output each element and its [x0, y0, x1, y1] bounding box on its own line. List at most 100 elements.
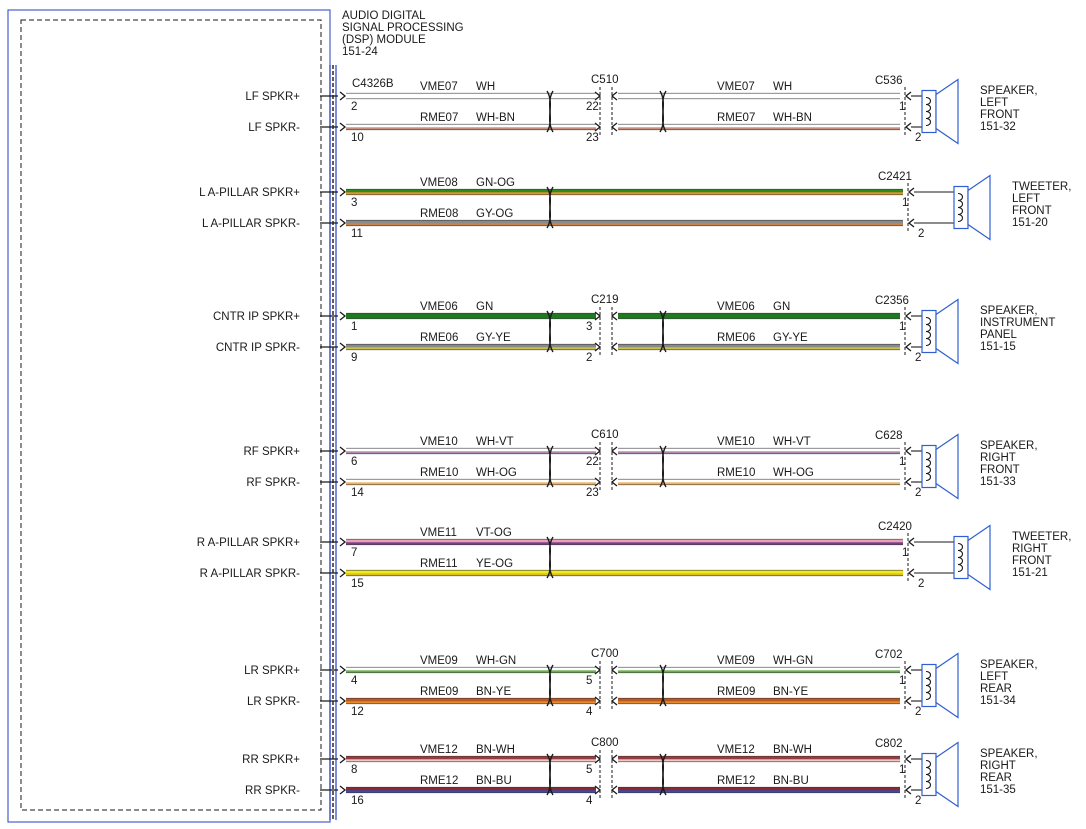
terminal-chevron — [904, 696, 912, 706]
terminal-chevron — [610, 342, 618, 352]
module-pin-number: 16 — [351, 795, 364, 807]
device-label-line-1: SPEAKER, — [980, 440, 1038, 452]
terminal-chevron — [610, 477, 618, 487]
terminal-chevron — [907, 187, 915, 197]
voice-coil-icon — [925, 759, 932, 790]
wire-color-code: WH-BN — [476, 112, 515, 124]
module-connector-edge — [329, 65, 337, 820]
inline-pin-number: 22 — [586, 456, 599, 468]
wire-color-code: BN-YE — [773, 686, 808, 698]
wire-negative-segment-2-stripe — [618, 347, 900, 350]
inline-connector-name: C510 — [591, 74, 619, 86]
module-pin-label: LF SPKR+ — [245, 91, 300, 103]
twisted-pair-symbol — [546, 445, 554, 488]
wire-negative — [346, 124, 596, 130]
circuit-id: RME11 — [420, 558, 458, 570]
circuit-id: VME10 — [420, 436, 458, 448]
wire-negative-segment-2-stripe — [618, 790, 900, 793]
speaker-cone — [935, 652, 959, 719]
module-pin-label: LR SPKR- — [247, 696, 300, 708]
terminal-chevron — [904, 477, 912, 487]
wire-color-code: GY-YE — [773, 332, 808, 344]
wire-positive-segment-2 — [618, 313, 900, 319]
terminal-chevron — [610, 122, 618, 132]
terminal-chevron — [594, 311, 602, 321]
circuit-id: VME07 — [717, 81, 755, 93]
wire-negative-stripe — [346, 482, 596, 485]
terminal-chevron — [904, 311, 912, 321]
circuit-id: RME07 — [717, 112, 755, 124]
module-pin-number: 11 — [351, 228, 363, 240]
twisted-pair-symbol — [546, 90, 554, 133]
wire-negative — [346, 479, 596, 485]
circuit-id: VME06 — [717, 301, 755, 313]
device-label-line-1: SPEAKER, — [980, 748, 1038, 760]
module-connector-name: C4326B — [352, 78, 394, 90]
terminal-chevron — [594, 477, 602, 487]
terminal-chevron — [339, 311, 347, 321]
wire-positive — [346, 539, 903, 545]
terminal-chevron — [907, 537, 915, 547]
twisted-pair-symbol — [546, 536, 554, 579]
terminal-chevron — [339, 537, 347, 547]
module-pin-number: 15 — [351, 578, 364, 590]
speaker-cone — [935, 78, 959, 145]
wire-color-code: YE-OG — [476, 558, 513, 570]
speaker-icon — [921, 78, 959, 145]
terminal-chevron — [904, 754, 912, 764]
module-title-line-2: SIGNAL PROCESSING — [342, 22, 464, 34]
terminal-chevron — [339, 665, 347, 675]
wire-color-code: WH-OG — [773, 467, 814, 479]
speaker-icon — [921, 741, 959, 808]
device-pin-number: 1 — [899, 764, 905, 776]
speaker-cone — [935, 433, 959, 500]
wire-positive-segment-2 — [618, 448, 900, 454]
wire-color-code: BN-WH — [476, 744, 515, 756]
device-label-line-2: RIGHT — [980, 452, 1016, 464]
device-label-line-3: FRONT — [1012, 205, 1052, 217]
terminal-chevron — [610, 311, 618, 321]
wire-positive-segment-2 — [618, 756, 900, 762]
wire-negative — [346, 220, 903, 226]
device-label-line-1: TWEETER, — [1012, 531, 1071, 543]
device-connector-name: C536 — [875, 75, 903, 87]
device-label-line-1: SPEAKER, — [980, 85, 1038, 97]
device-pin-number: 2 — [915, 706, 921, 718]
wire-positive — [346, 756, 596, 762]
circuit-id: VME11 — [420, 527, 457, 539]
wire-positive-stripe — [346, 192, 903, 195]
wire-negative-segment-2 — [618, 479, 900, 485]
terminal-chevron — [339, 218, 347, 228]
module-pin-number: 6 — [351, 456, 357, 468]
device-pin-number: 2 — [915, 487, 921, 499]
wire-color-code: GY-YE — [476, 332, 511, 344]
circuit-id: RME06 — [420, 332, 458, 344]
terminal-chevron — [904, 446, 912, 456]
twisted-pair-symbol — [546, 186, 554, 229]
wire-negative-stripe — [346, 573, 903, 576]
inline-connector-name: C219 — [591, 294, 619, 306]
device-connector-name: C2356 — [875, 295, 909, 307]
device-label-line-1: SPEAKER, — [980, 305, 1038, 317]
module-pin-number: 14 — [351, 487, 364, 499]
wire-negative-segment-2-stripe — [618, 482, 900, 485]
wire-positive-stripe — [346, 542, 903, 545]
device-pin-number: 2 — [915, 132, 921, 144]
module-pin-label: LR SPKR+ — [244, 665, 300, 677]
terminal-chevron — [594, 696, 602, 706]
module-pin-label: L A-PILLAR SPKR+ — [199, 187, 300, 199]
terminal-chevron — [339, 446, 347, 456]
device-label-line-3: REAR — [980, 772, 1012, 784]
terminal-chevron — [904, 785, 912, 795]
inline-pin-number: 3 — [586, 321, 592, 333]
module-title-line-4: 151-24 — [342, 46, 378, 58]
module-pin-number: 1 — [351, 321, 357, 333]
circuit-id: VME12 — [420, 744, 458, 756]
wire-negative — [346, 787, 596, 793]
inline-pin-number: 4 — [586, 706, 593, 718]
terminal-chevron — [610, 446, 618, 456]
inline-pin-number: 23 — [586, 132, 599, 144]
twisted-pair-symbol — [659, 753, 667, 796]
